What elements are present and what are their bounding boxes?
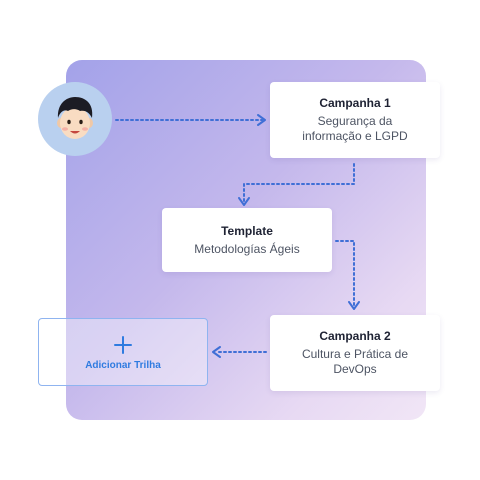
campaign1-card[interactable]: Campanha 1 Segurança da informação e LGP… [270,82,440,158]
campaign1-line2: informação e LGPD [302,129,408,143]
campaign2-card[interactable]: Campanha 2 Cultura e Prática de DevOps [270,315,440,391]
add-track-label: Adicionar Trilha [85,359,161,371]
arrowhead-add-track [212,346,221,358]
template-title: Template [221,223,273,238]
campaign2-title: Campanha 2 [319,329,391,343]
campaign1-title: Campanha 1 [319,96,391,110]
arrowhead-campaign2 [348,301,360,310]
boy-face-icon [57,97,93,139]
template-card[interactable]: Template Metodologías Ágeis [162,208,332,272]
campaign2-line1: Cultura e Prática de [301,347,409,361]
user-avatar [38,82,112,156]
arrowhead-template [238,197,250,206]
plus-icon [114,334,132,356]
campaign1-line1: Segurança da [317,114,393,128]
campaign2-line2: DevOps [333,362,377,376]
template-subtitle: Metodologías Ágeis [194,241,300,256]
add-track-button[interactable]: Adicionar Trilha [38,318,208,386]
arrowhead-campaign1 [257,114,266,126]
connector-campaign1-to-template [243,163,355,203]
connector-template-to-campaign2 [335,240,355,307]
